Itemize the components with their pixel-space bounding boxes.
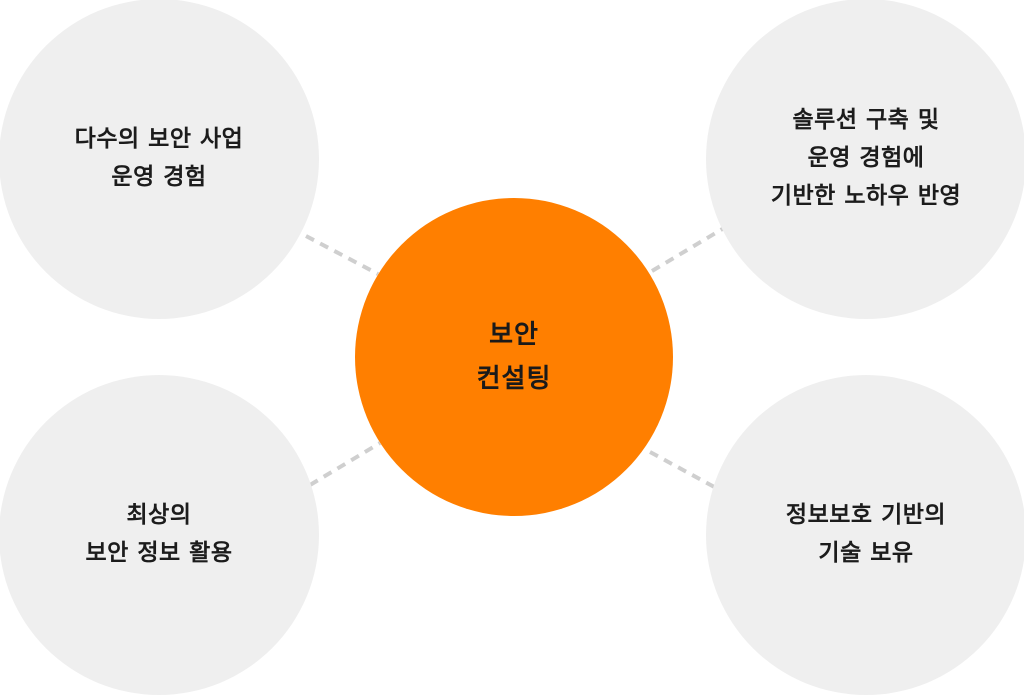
node-bottom-right: 정보보호 기반의 기술 보유 (706, 375, 1024, 695)
center-node-label: 보안 컨설팅 (476, 319, 552, 394)
node-top-right-label: 솔루션 구축 및 운영 경험에 기반한 노하우 반영 (770, 107, 962, 209)
node-top-left: 다수의 보안 사업 운영 경험 (0, 0, 319, 319)
node-bottom-left: 최상의 보안 정보 활용 (0, 375, 319, 695)
connector-top-right (650, 226, 726, 273)
connector-top-left (305, 234, 379, 276)
node-bottom-right-label: 정보보호 기반의 기술 보유 (785, 502, 947, 566)
center-node: 보안 컨설팅 (355, 198, 673, 516)
connector-bottom-left (308, 441, 382, 487)
connector-bottom-right (649, 450, 719, 491)
node-top-right: 솔루션 구축 및 운영 경험에 기반한 노하우 반영 (706, 0, 1024, 319)
node-bottom-left-label: 최상의 보안 정보 활용 (85, 502, 233, 566)
node-top-left-label: 다수의 보안 사업 운영 경험 (74, 126, 244, 190)
